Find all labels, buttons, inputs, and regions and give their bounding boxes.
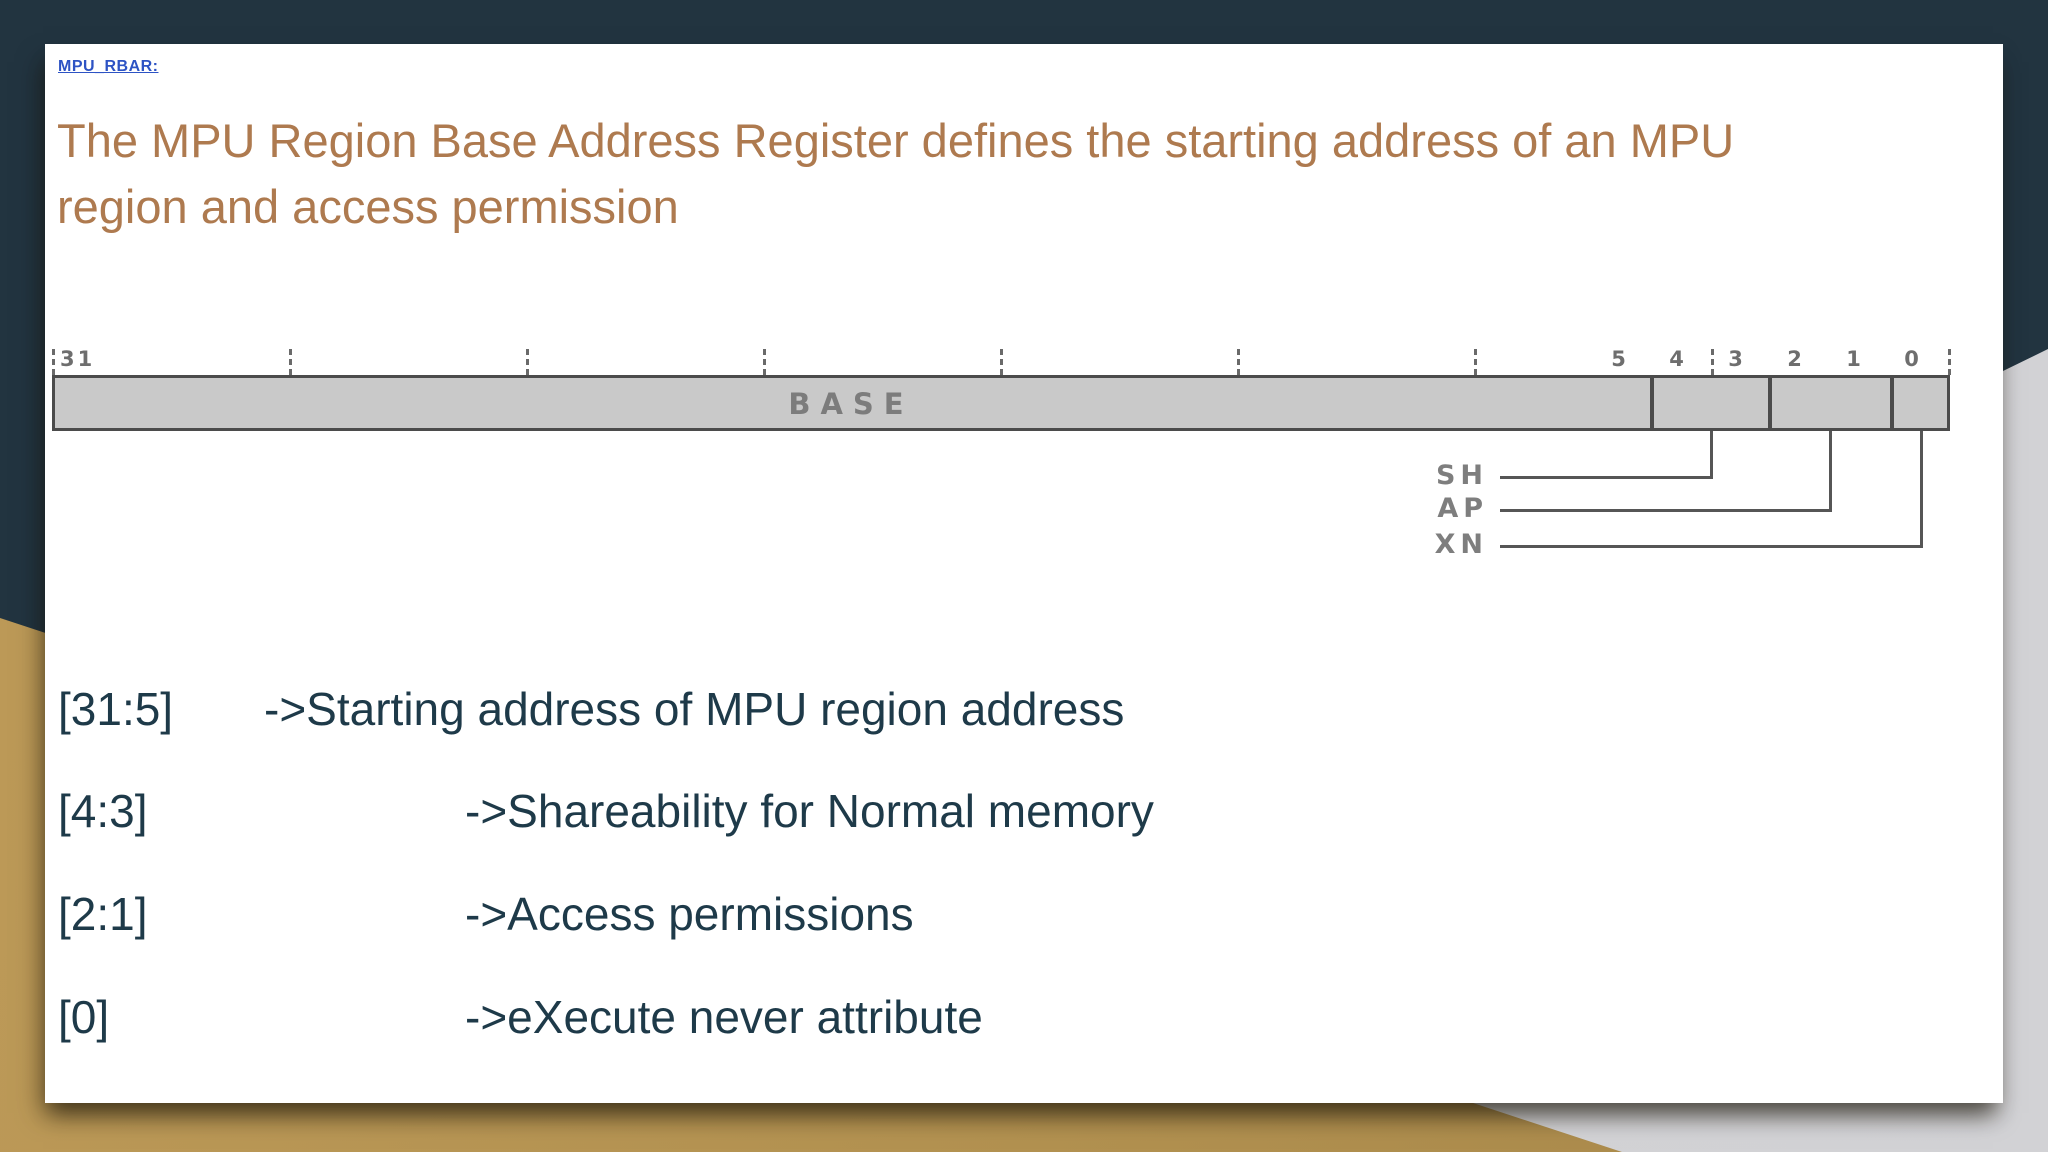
field-separator [1650, 375, 1654, 431]
sh-label: SH [1435, 460, 1488, 491]
slide: MPU_RBAR: The MPU Region Base Address Re… [45, 44, 2003, 1103]
bit-tick [1948, 349, 1951, 375]
bit-tick [1711, 349, 1714, 375]
bit-label-4: 4 [1669, 347, 1687, 371]
mpu-rbar-link[interactable]: MPU_RBAR: [58, 58, 159, 75]
callout-line-ap [1500, 509, 1832, 512]
callout-line-ap [1829, 431, 1832, 512]
bit-tick [1000, 349, 1003, 375]
bit-range: [2:1] [58, 888, 148, 940]
slide-title-line1: The MPU Region Base Address Register def… [57, 114, 1735, 167]
bit-range: [0] [58, 991, 110, 1043]
field-separator [1890, 375, 1894, 431]
base-field-label: BASE [788, 387, 914, 421]
bit-label-2: 2 [1787, 347, 1805, 371]
bit-tick [1474, 349, 1477, 375]
callout-line-xn [1500, 545, 1923, 548]
bit-label-1: 1 [1846, 347, 1864, 371]
field-separator [1768, 375, 1772, 431]
bit-description-row: [4:3] ->Shareability for Normal memory [45, 784, 1945, 846]
callout-line-sh [1500, 476, 1713, 479]
register-bar [52, 375, 1950, 431]
slide-title: The MPU Region Base Address Register def… [57, 108, 1957, 240]
bit-tick [52, 349, 55, 375]
bit-tick [289, 349, 292, 375]
bit-description: ->Access permissions [465, 888, 914, 940]
bit-label-3: 3 [1728, 347, 1746, 371]
slide-title-line2: region and access permission [57, 180, 679, 233]
xn-label: XN [1434, 529, 1488, 560]
bit-range: [31:5] [58, 683, 174, 735]
bit-tick [526, 349, 529, 375]
bit-range: [4:3] [58, 785, 148, 837]
bit-tick [763, 349, 766, 375]
callout-line-sh [1710, 431, 1713, 479]
bit-description-row: [2:1] ->Access permissions [45, 887, 1945, 949]
bit-label-0: 0 [1904, 347, 1922, 371]
bit-description-row: [0] ->eXecute never attribute [45, 990, 1945, 1052]
bit-description-row: [31:5] ->Starting address of MPU region … [45, 682, 1945, 744]
callout-line-xn [1920, 431, 1923, 548]
bit-tick [1237, 349, 1240, 375]
bit-description: ->Starting address of MPU region address [264, 683, 1125, 735]
bit-description: ->eXecute never attribute [465, 991, 983, 1043]
bit-description: ->Shareability for Normal memory [465, 785, 1154, 837]
ap-label: AP [1437, 493, 1488, 524]
bit-label-5: 5 [1611, 347, 1629, 371]
bit-label-31: 31 [60, 347, 96, 371]
